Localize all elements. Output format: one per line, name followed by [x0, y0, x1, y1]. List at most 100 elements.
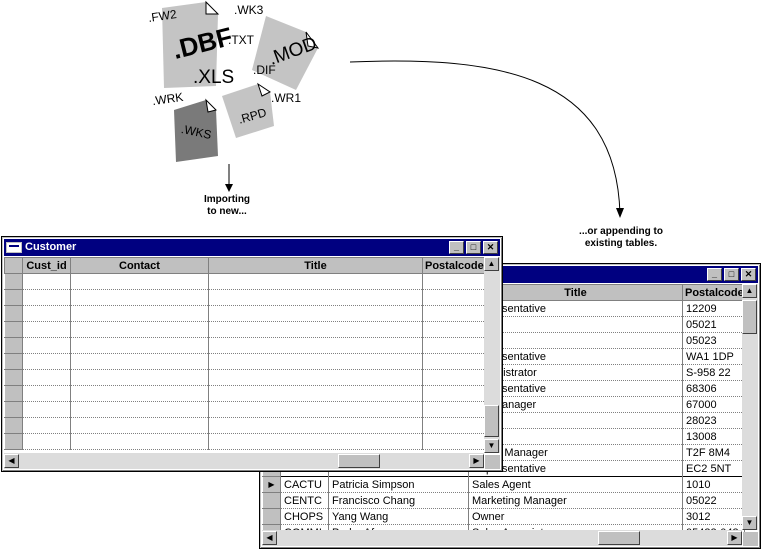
postalcode-cell[interactable] — [422, 433, 485, 450]
scroll-down-button[interactable]: ▼ — [484, 439, 499, 453]
column-header-cust-id[interactable]: Cust_id — [22, 257, 71, 274]
column-header-postalcode[interactable]: Postalcode — [682, 284, 745, 301]
scroll-thumb-horizontal[interactable] — [598, 531, 640, 545]
scroll-right-button[interactable]: ▶ — [469, 454, 484, 468]
postalcode-cell[interactable] — [422, 273, 485, 290]
cust-id-cell[interactable] — [22, 305, 71, 322]
title-cell[interactable] — [468, 316, 683, 333]
scroll-thumb[interactable] — [484, 405, 499, 437]
cust-id-cell[interactable] — [22, 337, 71, 354]
postalcode-cell[interactable]: 67000 — [682, 396, 745, 413]
contact-cell[interactable]: Francisco Chang — [328, 492, 469, 509]
cust-id-cell[interactable] — [22, 401, 71, 418]
existing-table-vertical-scrollbar[interactable]: ▲ ▼ — [742, 284, 758, 530]
minimize-button[interactable]: _ — [707, 268, 722, 281]
title-cell[interactable] — [208, 417, 423, 434]
cust-id-cell[interactable] — [22, 417, 71, 434]
size-grip[interactable] — [743, 532, 758, 546]
contact-cell[interactable] — [70, 385, 209, 402]
cust-id-cell[interactable]: CHOPS — [280, 508, 329, 525]
row-selector[interactable] — [4, 433, 23, 450]
title-cell[interactable] — [208, 289, 423, 306]
cust-id-cell[interactable] — [22, 433, 71, 450]
title-cell[interactable]: Owner — [468, 508, 683, 525]
title-cell[interactable] — [208, 369, 423, 386]
postalcode-cell[interactable] — [422, 417, 485, 434]
title-cell[interactable] — [208, 273, 423, 290]
postalcode-cell[interactable]: 3012 — [682, 508, 745, 525]
title-cell[interactable] — [208, 353, 423, 370]
contact-cell[interactable] — [70, 337, 209, 354]
size-grip[interactable] — [485, 455, 500, 469]
column-header-postalcode[interactable]: Postalcode — [422, 257, 485, 274]
existing-table-horizontal-scrollbar[interactable]: ◀ ▶ — [262, 530, 742, 546]
postalcode-cell[interactable] — [422, 385, 485, 402]
scroll-thumb[interactable] — [742, 300, 757, 334]
contact-cell[interactable] — [70, 353, 209, 370]
postalcode-cell[interactable]: 05021 — [682, 316, 745, 333]
title-cell[interactable] — [208, 385, 423, 402]
row-selector[interactable] — [4, 353, 23, 370]
cust-id-cell[interactable] — [22, 385, 71, 402]
title-cell[interactable] — [208, 433, 423, 450]
table-row[interactable] — [4, 433, 485, 450]
row-selector[interactable] — [262, 492, 281, 509]
cust-id-cell[interactable] — [22, 353, 71, 370]
contact-cell[interactable]: Yang Wang — [328, 508, 469, 525]
table-row[interactable] — [4, 353, 485, 370]
postalcode-cell[interactable] — [422, 369, 485, 386]
row-selector[interactable] — [4, 385, 23, 402]
title-cell[interactable] — [208, 401, 423, 418]
customer-vertical-scrollbar[interactable]: ▲ ▼ — [484, 257, 500, 453]
close-button[interactable]: ✕ — [741, 268, 756, 281]
column-header-title[interactable]: Title — [468, 284, 683, 301]
row-selector[interactable] — [4, 321, 23, 338]
title-cell[interactable] — [468, 428, 683, 445]
row-selector[interactable] — [4, 417, 23, 434]
postalcode-cell[interactable]: EC2 5NT — [682, 460, 745, 477]
scroll-up-button[interactable]: ▲ — [484, 257, 499, 271]
cust-id-cell[interactable] — [22, 321, 71, 338]
contact-cell[interactable] — [70, 369, 209, 386]
current-row-indicator[interactable]: ▶ — [262, 476, 281, 493]
row-selector[interactable] — [4, 369, 23, 386]
row-selector[interactable] — [4, 305, 23, 322]
contact-cell[interactable] — [70, 305, 209, 322]
table-row[interactable] — [4, 321, 485, 338]
row-selector[interactable] — [4, 401, 23, 418]
table-row[interactable] — [4, 369, 485, 386]
postalcode-cell[interactable]: S-958 22 — [682, 364, 745, 381]
cust-id-cell[interactable] — [22, 369, 71, 386]
table-row[interactable] — [4, 385, 485, 402]
customer-horizontal-scrollbar[interactable]: ◀ ▶ — [4, 453, 484, 469]
cust-id-cell[interactable] — [22, 273, 71, 290]
title-cell[interactable]: Marketing Manager — [468, 492, 683, 509]
title-cell[interactable] — [208, 305, 423, 322]
cust-id-cell[interactable]: CENTC — [280, 492, 329, 509]
cust-id-cell[interactable]: CACTU — [280, 476, 329, 493]
table-row[interactable] — [4, 417, 485, 434]
column-header-contact[interactable]: Contact — [70, 257, 209, 274]
column-header-title[interactable]: Title — [208, 257, 423, 274]
postalcode-cell[interactable]: 13008 — [682, 428, 745, 445]
title-cell[interactable] — [208, 321, 423, 338]
scroll-right-button[interactable]: ▶ — [727, 531, 742, 545]
title-cell[interactable] — [468, 412, 683, 429]
contact-cell[interactable] — [70, 289, 209, 306]
row-selector[interactable] — [4, 289, 23, 306]
postalcode-cell[interactable]: 12209 — [682, 300, 745, 317]
table-row[interactable] — [4, 305, 485, 322]
table-row[interactable] — [4, 337, 485, 354]
postalcode-cell[interactable] — [422, 305, 485, 322]
row-selector[interactable] — [4, 273, 23, 290]
title-cell[interactable] — [468, 332, 683, 349]
scroll-thumb-horizontal[interactable] — [338, 454, 380, 468]
contact-cell[interactable] — [70, 273, 209, 290]
contact-cell[interactable]: Patricia Simpson — [328, 476, 469, 493]
postalcode-cell[interactable]: WA1 1DP — [682, 348, 745, 365]
table-row[interactable] — [4, 289, 485, 306]
table-row[interactable] — [4, 401, 485, 418]
